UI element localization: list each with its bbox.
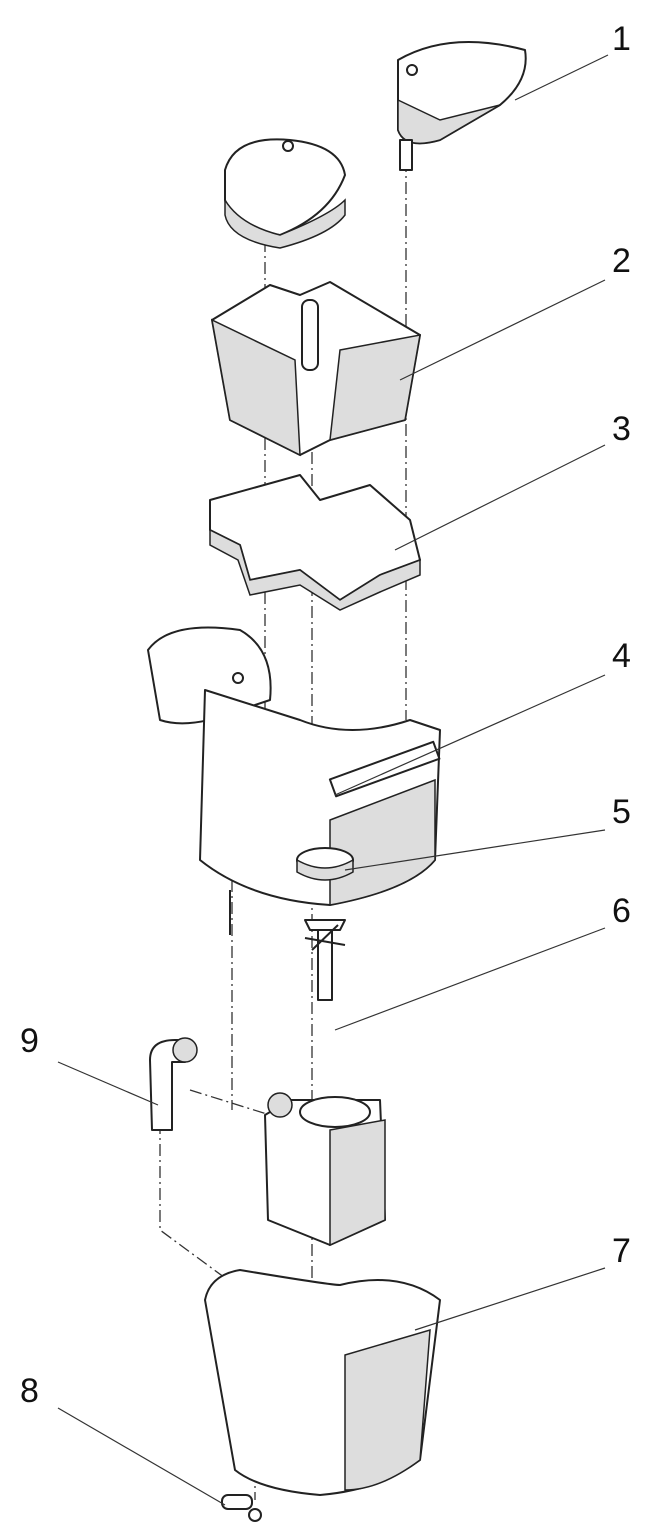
part-label-8: 8 [20, 1372, 39, 1410]
part-1-lid [397, 41, 527, 171]
part-label-1: 1 [612, 20, 631, 58]
part-label-7: 7 [612, 1232, 631, 1270]
part-label-2: 2 [612, 242, 631, 280]
part-5-bearing [296, 847, 354, 881]
part-label-6: 6 [612, 892, 631, 930]
part-8-valve [221, 1494, 262, 1522]
leader-lines [57, 54, 609, 1506]
pump-motor [264, 1092, 386, 1247]
part-label-4: 4 [612, 637, 631, 675]
part-9-elbow [149, 1037, 198, 1131]
part-label-5: 5 [612, 793, 631, 831]
part-label-9: 9 [20, 1022, 39, 1060]
part-3-foam [209, 474, 421, 611]
top-cover [224, 138, 346, 249]
part-2-basket [211, 281, 421, 457]
part-7-container [204, 1269, 441, 1496]
part-6-impeller [304, 919, 346, 1001]
part-4-housing [147, 626, 441, 935]
part-label-3: 3 [612, 410, 631, 448]
